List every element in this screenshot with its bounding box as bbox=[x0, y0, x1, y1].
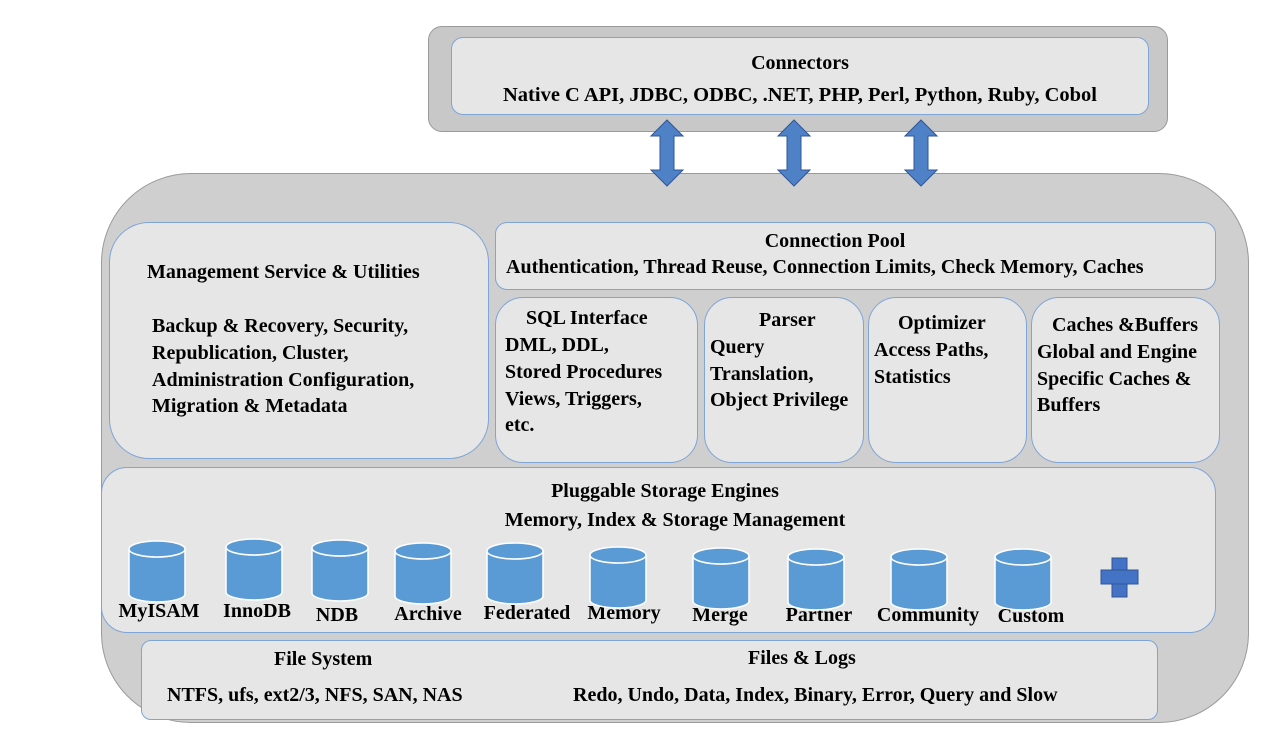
arrow-1 bbox=[650, 119, 684, 187]
caches-buffers-line-3: Buffers bbox=[1037, 394, 1101, 416]
connection-pool-features: Authentication, Thread Reuse, Connection… bbox=[506, 256, 1144, 278]
management-line-2: Republication, Cluster, bbox=[152, 342, 349, 364]
management-line-3: Administration Configuration, bbox=[152, 369, 415, 391]
cylinder-custom-icon bbox=[994, 548, 1052, 611]
engine-label-community: Community bbox=[876, 604, 980, 626]
parser-title: Parser bbox=[759, 309, 816, 331]
cylinder-federated-icon bbox=[486, 542, 544, 605]
engine-label-federated: Federated bbox=[483, 602, 571, 624]
engine-label-custom: Custom bbox=[997, 605, 1065, 627]
connectors-list: Native C API, JDBC, ODBC, .NET, PHP, Per… bbox=[503, 84, 1097, 106]
files-logs-title: Files & Logs bbox=[748, 647, 856, 669]
sql-interface-line-1: DML, DDL, bbox=[505, 334, 609, 356]
cylinder-partner-icon bbox=[787, 548, 845, 611]
arrow-3 bbox=[904, 119, 938, 187]
file-system-list: NTFS, ufs, ext2/3, NFS, SAN, NAS bbox=[167, 684, 463, 706]
sql-interface-box bbox=[495, 297, 698, 463]
sql-interface-line-2: Stored Procedures bbox=[505, 361, 663, 383]
cylinder-merge-icon bbox=[692, 547, 750, 610]
sql-interface-title: SQL Interface bbox=[526, 307, 648, 329]
caches-buffers-box bbox=[1031, 297, 1220, 463]
parser-line-2: Translation, bbox=[710, 363, 814, 385]
arrow-2 bbox=[777, 119, 811, 187]
optimizer-title: Optimizer bbox=[898, 312, 986, 334]
plus-icon bbox=[1100, 557, 1139, 598]
cylinder-memory-icon bbox=[589, 546, 647, 609]
connectors-title: Connectors bbox=[751, 52, 849, 74]
optimizer-line-1: Access Paths, bbox=[874, 339, 989, 361]
engine-label-myisam: MyISAM bbox=[118, 600, 200, 622]
storage-engines-title: Pluggable Storage Engines bbox=[551, 480, 779, 502]
cylinder-myisam-icon bbox=[128, 540, 186, 603]
optimizer-line-2: Statistics bbox=[874, 366, 951, 388]
engine-label-innodb: InnoDB bbox=[223, 600, 291, 622]
cylinder-archive-icon bbox=[394, 542, 452, 605]
parser-line-1: Query bbox=[710, 336, 765, 358]
management-line-4: Migration & Metadata bbox=[152, 395, 348, 417]
cylinder-ndb-icon bbox=[311, 539, 369, 602]
cylinder-community-icon bbox=[890, 548, 948, 611]
management-title: Management Service & Utilities bbox=[147, 261, 420, 283]
engine-label-archive: Archive bbox=[394, 603, 462, 625]
connection-pool-box bbox=[495, 222, 1216, 290]
connectors-box bbox=[451, 37, 1149, 115]
management-line-1: Backup & Recovery, Security, bbox=[152, 315, 409, 337]
files-layer-box bbox=[141, 640, 1158, 720]
parser-line-3: Object Privilege bbox=[710, 389, 849, 411]
engine-cylinders bbox=[128, 538, 1052, 611]
caches-buffers-title: Caches &Buffers bbox=[1052, 314, 1199, 336]
sql-interface-line-3: Views, Triggers, bbox=[505, 388, 642, 410]
cylinder-innodb-icon bbox=[225, 538, 283, 601]
management-services-box bbox=[109, 222, 489, 459]
file-system-title: File System bbox=[274, 648, 373, 670]
parser-box bbox=[704, 297, 864, 463]
connection-pool-title: Connection Pool bbox=[764, 230, 906, 252]
engine-label-ndb: NDB bbox=[315, 604, 359, 626]
storage-engines-subtitle: Memory, Index & Storage Management bbox=[504, 509, 846, 531]
caches-buffers-line-1: Global and Engine bbox=[1037, 341, 1198, 363]
sql-interface-line-4: etc. bbox=[505, 414, 535, 436]
caches-buffers-line-2: Specific Caches & bbox=[1037, 368, 1192, 390]
engine-label-merge: Merge bbox=[692, 604, 748, 626]
files-logs-list: Redo, Undo, Data, Index, Binary, Error, … bbox=[573, 684, 1058, 706]
optimizer-box bbox=[868, 297, 1027, 463]
